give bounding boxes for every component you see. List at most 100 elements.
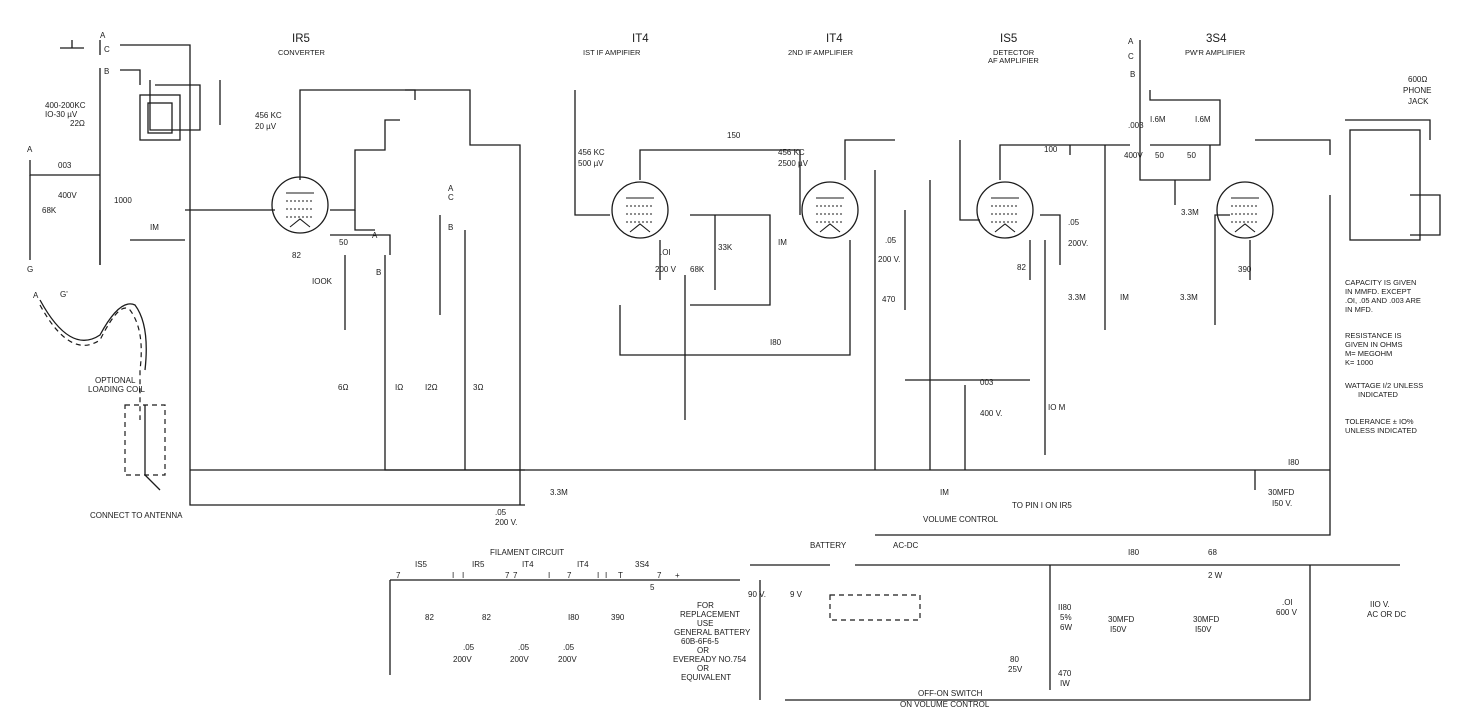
note-resistance-1: RESISTANCE IS (1345, 331, 1402, 340)
replacement-5: 60B-6F6-5 (681, 637, 719, 646)
tube-it4-2-symbol (801, 181, 859, 239)
sup-c01: .OI (1282, 598, 1293, 607)
out-r33m-a: 3.3M (1181, 208, 1199, 217)
replacement-4: GENERAL BATTERY (674, 628, 751, 637)
c80: 80 (1010, 655, 1019, 664)
tube-3s4-function: PW'R AMPLIFIER (1185, 48, 1246, 57)
conv-switch2-a: A (372, 231, 378, 240)
cap-003: 003 (58, 161, 72, 170)
tube-is5-type: IS5 (1000, 33, 1017, 45)
tube-it4-1-symbol (611, 181, 669, 239)
mains-type: AC OR DC (1367, 610, 1406, 619)
wiring (29, 40, 1441, 701)
conv-r100k: IOOK (312, 277, 333, 286)
term-a: A (27, 145, 33, 154)
note-capacity-2: IN MMFD. EXCEPT (1345, 287, 1412, 296)
tube-it4-1-function: IST IF AMPIFIER (583, 48, 641, 57)
note-capacity-4: IN MFD. (1345, 305, 1373, 314)
note-capacity-3: .OI, .05 AND .003 ARE (1345, 296, 1421, 305)
r1180-w: 6W (1060, 623, 1072, 632)
fil-pin-7: 7 (567, 571, 572, 580)
out-r16m-b: I.6M (1195, 115, 1211, 124)
conv-freq: 456 KC (255, 111, 282, 120)
fil-pin-12: 7 (657, 571, 662, 580)
det-r10m: IO M (1048, 403, 1066, 412)
tube-it4-2-function: 2ND IF AMPLIFIER (788, 48, 854, 57)
det-r1m: IM (1120, 293, 1129, 302)
fil-pin-6: I (548, 571, 550, 580)
replacement-1: FOR (697, 601, 714, 610)
if2-freq: 456 KC (778, 148, 805, 157)
det-c05-volt: 200V. (1068, 239, 1088, 248)
fil-pin-11: 5 (650, 583, 655, 592)
filament-title: FILAMENT CIRCUIT (490, 548, 564, 557)
v90-label: 90 V. (748, 590, 766, 599)
battery-label: BATTERY (810, 541, 847, 550)
if2-c05: .05 (885, 236, 897, 245)
conv-r33m: 3.3M (550, 488, 568, 497)
out-switch-b: B (1130, 70, 1135, 79)
tube-ir5-symbol (271, 176, 329, 234)
replacement-9: EQUIVALENT (681, 673, 731, 682)
connect-antenna: CONNECT TO ANTENNA (90, 511, 183, 520)
fil-tube-it4a: IT4 (522, 560, 534, 569)
fil-c05b: .05 (518, 643, 530, 652)
loading-coil-1: OPTIONAL (95, 376, 136, 385)
out-r16m-a: I.6M (1150, 115, 1166, 124)
loop-coil-res: 22Ω (70, 119, 85, 128)
tube-is5-function: DETECTOR (993, 48, 1035, 57)
note-tolerance-1: TOLERANCE ± IO% (1345, 417, 1414, 426)
acdc-label: AC-DC (893, 541, 919, 550)
conv-switch-b: B (448, 223, 453, 232)
if1-r1m: IM (778, 238, 787, 247)
if1-r68k: 68K (690, 265, 705, 274)
fil-r82a: 82 (425, 613, 434, 622)
r470-w: IW (1060, 679, 1070, 688)
if1-c01-volt: 200 V (655, 265, 677, 274)
sup-r68: 68 (1208, 548, 1217, 557)
tube-3s4-type: 3S4 (1206, 33, 1227, 45)
conv-c05: .05 (495, 508, 507, 517)
note-resistance-4: K= 1000 (1345, 358, 1373, 367)
out-r33m-b: 3.3M (1180, 293, 1198, 302)
conv-sens: 20 µV (255, 122, 277, 131)
v9-label: 9 V (790, 590, 803, 599)
tube-is5-symbol (976, 181, 1034, 239)
if2-r470: 470 (882, 295, 896, 304)
r1180-tol: 5% (1060, 613, 1072, 622)
sup-c01-volt: 600 V (1276, 608, 1298, 617)
c30a: 30MFD (1108, 615, 1134, 624)
osc-coil-12: I2Ω (425, 383, 438, 392)
loop-end-g: G' (60, 290, 68, 299)
replacement-7: EVEREADY NO.754 (673, 655, 747, 664)
tube-it4-1-type: IT4 (632, 33, 649, 45)
loading-coil-2: LOADING COIL (88, 385, 145, 394)
out-r180: I80 (1288, 458, 1300, 467)
osc-coil-6: 6Ω (338, 383, 348, 392)
cap-1000: 1000 (114, 196, 132, 205)
r470: 470 (1058, 669, 1072, 678)
mains-voltage: IIO V. (1370, 600, 1390, 609)
replacement-2: REPLACEMENT (680, 610, 740, 619)
out-c003: .003 (1128, 121, 1144, 130)
replacement-8: OR (697, 664, 709, 673)
tube-3s4-symbol (1216, 181, 1274, 239)
to-pin1: TO PIN I ON IR5 (1012, 501, 1072, 510)
res-68k: 68K (42, 206, 57, 215)
out-c003-volt: 400V (1124, 151, 1143, 160)
if1-sens: 500 µV (578, 159, 604, 168)
conv-switch-a: A (448, 184, 454, 193)
out-c30: 30MFD (1268, 488, 1294, 497)
fil-c05c: .05 (563, 643, 575, 652)
c30b-volt: I50V (1195, 625, 1212, 634)
osc-coil-3: 3Ω (473, 383, 483, 392)
phone-jack-imp: 600Ω (1408, 75, 1427, 84)
off-on-switch-2: ON VOLUME CONTROL (900, 700, 990, 709)
fil-tube-ir5: IR5 (472, 560, 485, 569)
fil-pin-2: I (452, 571, 454, 580)
fil-c05b-volt: 200V (510, 655, 529, 664)
out-c50a: 50 (1155, 151, 1164, 160)
conv-c05-volt: 200 V. (495, 518, 517, 527)
out-c30-volt: I50 V. (1272, 499, 1292, 508)
det-r33m: 3.3M (1068, 293, 1086, 302)
